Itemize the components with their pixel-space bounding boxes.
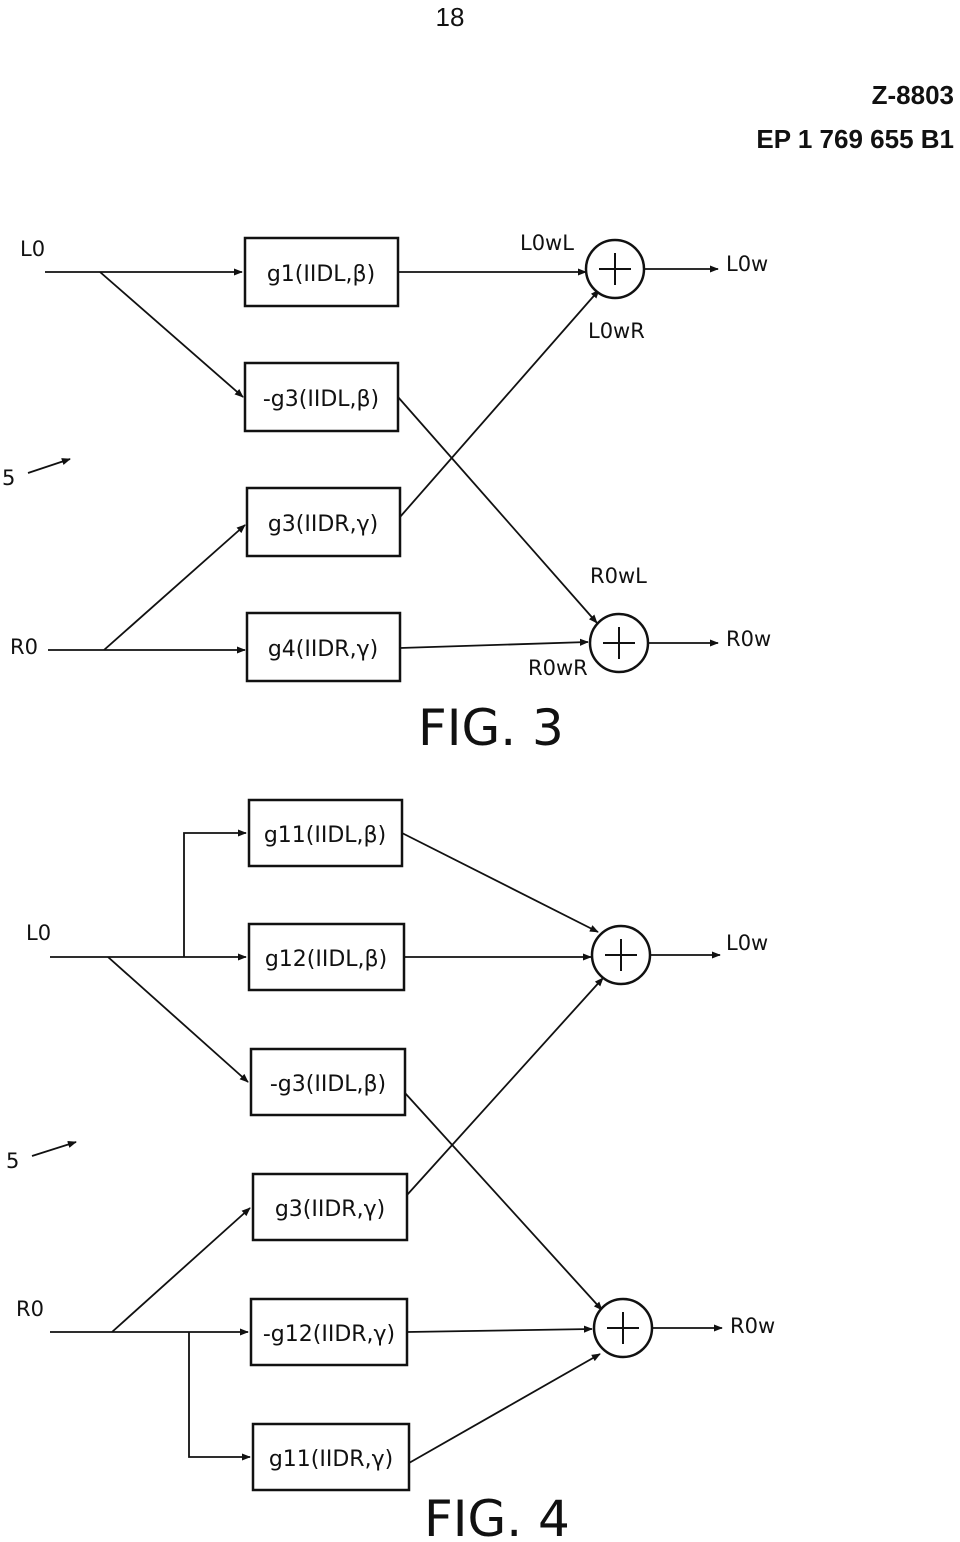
fig3-ref-label: 5 [2,466,15,490]
fig3-caption: FIG. 3 [418,699,564,757]
fig3-g3-label: g3(IIDR,γ) [268,512,378,537]
fig3-neg-g3-label: -g3(IIDL,β) [263,387,379,412]
fig3-l0wl-label: L0wL [520,231,574,255]
fig3-neg-g3-to-sum-wire [397,396,598,624]
fig3-l0wr-label: L0wR [588,319,645,343]
fig3-l0-to-neg-g3-wire [99,271,244,398]
fig4-neg-g3-box [249,1047,407,1117]
fig4-ref-arrow [31,1141,77,1157]
fig3-g3-box [245,486,402,558]
fig4-caption: FIG. 4 [424,1490,570,1542]
fig3-l0w-output-label: L0w [726,252,768,276]
fig4-g3-label: g3(IIDR,γ) [275,1197,385,1222]
fig3-r0-label: R0 [10,635,38,659]
document-code: Z-8803 [871,80,954,110]
fig4-l0-label: L0 [26,921,51,945]
fig3-diagram: g1(IIDL,β) -g3(IIDL,β) g3(IIDR,γ) g4(IID… [2,231,771,757]
fig4-neg-g3-label: -g3(IIDL,β) [270,1072,386,1097]
fig4-neg-g12-r-label: -g12(IIDR,γ) [263,1322,395,1347]
fig3-g4-to-sum-wire [399,638,589,649]
fig3-ref-arrow [27,458,71,474]
fig3-r0-to-g3-wire [103,524,246,651]
fig4-g3-box [251,1172,409,1242]
fig4-g11-r-box [251,1422,411,1492]
fig4-ref-label: 5 [6,1149,19,1173]
fig4-l0w-output-label: L0w [726,931,768,955]
fig3-g3-to-sum-wire [399,289,600,518]
fig4-g12-l-label: g12(IIDL,β) [265,947,387,972]
fig4-g11-l-label: g11(IIDL,β) [264,823,386,848]
fig4-r0-to-g11-wire [188,1332,251,1461]
fig4-g11-r-to-sum-wire [408,1353,601,1464]
fig4-r0-label: R0 [16,1297,44,1321]
fig4-r0-to-g3-wire [111,1207,251,1333]
fig3-g4-label: g4(IIDR,γ) [268,637,378,662]
fig4-l0-to-neg-g3-wire [107,956,249,1083]
fig3-neg-g3-box [243,361,400,433]
fig4-g12-l-box [247,922,406,992]
fig4-neg-g12-r-to-sum-wire [406,1325,593,1333]
fig4-r0w-output-label: R0w [730,1314,775,1338]
fig3-g1-box [243,236,400,308]
fig4-l0-to-g11-wire [183,829,247,957]
fig4-neg-g3-to-sum-wire [404,1092,603,1311]
fig4-g11-l-to-sum-wire [401,832,599,933]
fig3-r0w-output-label: R0w [726,627,771,651]
fig4-diagram: g11(IIDL,β) g12(IIDL,β) -g3(IIDL,β) g3(I… [6,798,775,1542]
fig3-g1-label: g1(IIDL,β) [267,262,375,287]
fig3-r0wr-label: R0wR [528,656,588,680]
publication-number: EP 1 769 655 B1 [756,124,954,154]
fig4-g3-to-sum-wire [406,977,604,1196]
fig3-l0-label: L0 [20,237,45,261]
page-number: 18 [435,2,465,32]
fig3-r0wl-label: R0wL [590,564,647,588]
fig4-g11-r-label: g11(IIDR,γ) [269,1447,393,1472]
fig3-g4-box [245,611,402,683]
